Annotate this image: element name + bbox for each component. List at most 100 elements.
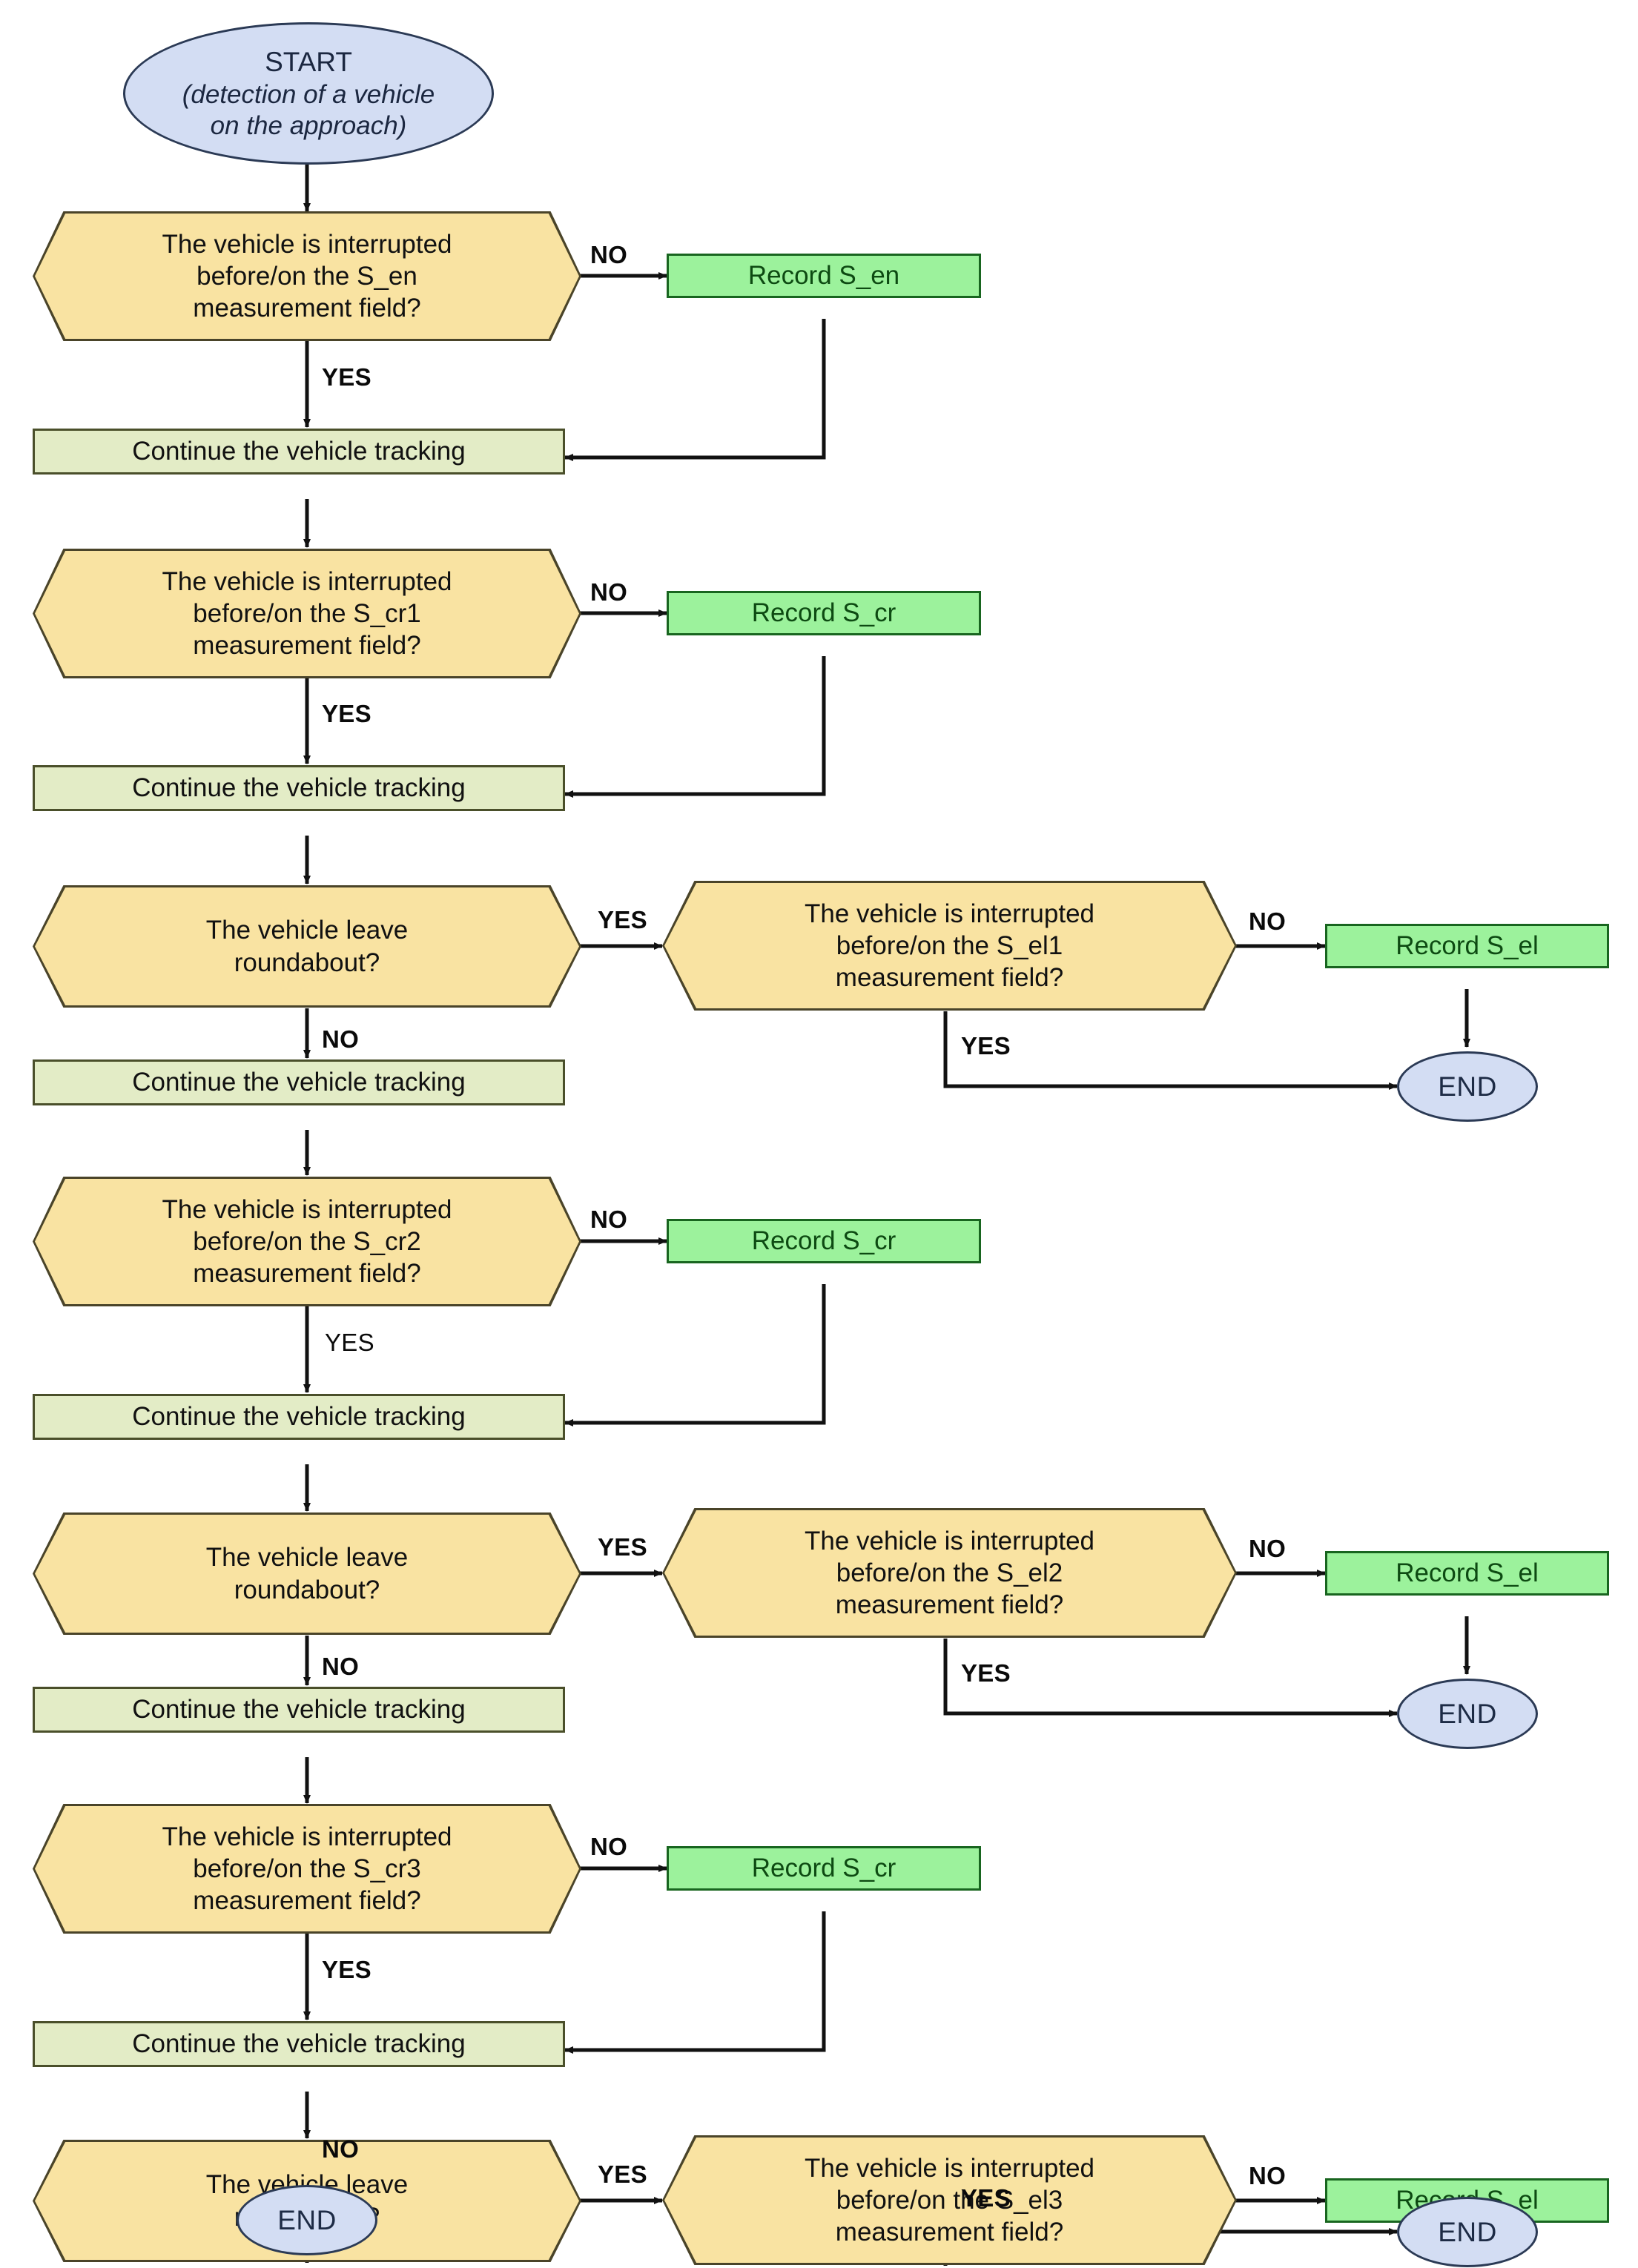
decision-s-el1[interactable]: The vehicle is interrupted before/on the…: [662, 881, 1237, 1011]
record-s-el-label-1: Record S_el: [1396, 930, 1539, 960]
edge-label-leave3-no: NO: [322, 2135, 360, 2163]
end-label-2: END: [1438, 1698, 1497, 1729]
process-continue-tracking-2[interactable]: Continue the vehicle tracking: [33, 765, 565, 811]
hexagon-fill: [35, 214, 579, 339]
end-label-3: END: [277, 2204, 337, 2235]
edge-label-s-cr2-yes: YES: [325, 1329, 374, 1356]
record-s-cr-box-3[interactable]: Record S_cr: [667, 1846, 981, 1891]
record-s-el-box-1[interactable]: Record S_el: [1325, 924, 1609, 968]
process-continue-tracking-1-label: Continue the vehicle tracking: [132, 436, 466, 466]
edge-label-s-cr2-no: NO: [590, 1206, 628, 1233]
edge-label-s-el1-no: NO: [1249, 907, 1287, 935]
decision-leave-roundabout-1-line2: roundabout?: [234, 948, 380, 977]
edge-label-leave3-yes: YES: [598, 2160, 647, 2188]
decision-s-cr2-line3: measurement field?: [193, 1259, 421, 1289]
decision-leave-roundabout-1-line1: The vehicle leave: [205, 916, 409, 945]
decision-s-cr3-line2: before/on the S_cr3: [193, 1854, 421, 1883]
end-terminator-3: END: [237, 2185, 377, 2255]
decision-s-cr3-line3: measurement field?: [193, 1886, 421, 1916]
process-continue-tracking-3[interactable]: Continue the vehicle tracking: [33, 1059, 565, 1105]
record-s-cr-label-1: Record S_cr: [751, 598, 896, 627]
record-s-en-label: Record S_en: [747, 260, 900, 290]
hexagon-fill: [35, 1179, 579, 1304]
hexagon-fill: [664, 883, 1235, 1008]
record-s-cr-label-3: Record S_cr: [751, 1853, 896, 1882]
decision-s-el3-line3: measurement field?: [835, 2218, 1064, 2247]
process-continue-tracking-5-label: Continue the vehicle tracking: [132, 1694, 466, 1724]
decision-s-cr1[interactable]: The vehicle is interrupted before/on the…: [33, 549, 581, 678]
hexagon-fill: [664, 2138, 1235, 2263]
decision-s-en-line1: The vehicle is interrupted: [162, 229, 452, 259]
edge-label-s-cr3-no: NO: [590, 1833, 628, 1860]
decision-s-el1-line1: The vehicle is interrupted: [804, 899, 1095, 928]
decision-s-cr2-line2: before/on the S_cr2: [193, 1226, 421, 1256]
decision-s-en[interactable]: The vehicle is interrupted before/on the…: [33, 211, 581, 341]
edge-label-s-cr1-yes: YES: [322, 700, 371, 727]
decision-s-el1-line3: measurement field?: [835, 963, 1064, 993]
record-s-cr-box-1[interactable]: Record S_cr: [667, 591, 981, 635]
decision-s-cr1-line3: measurement field?: [193, 631, 421, 661]
edge-label-s-cr1-no: NO: [590, 578, 628, 606]
decision-s-en-line3: measurement field?: [193, 294, 421, 323]
decision-s-en-line2: before/on the S_en: [197, 261, 417, 291]
decision-s-cr1-line2: before/on the S_cr1: [193, 598, 421, 628]
decision-leave-roundabout-2[interactable]: The vehicle leave roundabout?: [33, 1512, 581, 1635]
hexagon-fill: [35, 551, 579, 676]
decision-s-el1-line2: before/on the S_el1: [836, 930, 1063, 960]
start-label: START: [265, 47, 352, 78]
end-label-4: END: [1438, 2216, 1497, 2247]
edge-label-s-el1-yes: YES: [961, 1032, 1011, 1059]
start-sublabel-line1: (detection of a vehicle: [182, 79, 435, 109]
hexagon-fill: [35, 1515, 579, 1633]
process-continue-tracking-1[interactable]: Continue the vehicle tracking: [33, 429, 565, 475]
edge-label-s-el3-no: NO: [1249, 2162, 1287, 2189]
hexagon-fill: [35, 887, 579, 1005]
edge-label-leave2-no: NO: [322, 1653, 360, 1680]
process-continue-tracking-6-label: Continue the vehicle tracking: [132, 2029, 466, 2058]
edge-label-leave1-yes: YES: [598, 906, 647, 933]
decision-leave-roundabout-2-line1: The vehicle leave: [205, 1543, 409, 1573]
process-continue-tracking-5[interactable]: Continue the vehicle tracking: [33, 1687, 565, 1733]
record-s-en-box[interactable]: Record S_en: [667, 254, 981, 298]
process-continue-tracking-2-label: Continue the vehicle tracking: [132, 773, 466, 802]
decision-s-cr1-line1: The vehicle is interrupted: [162, 566, 452, 596]
end-terminator-4: END: [1397, 2197, 1538, 2267]
start-terminator: START (detection of a vehicle on the app…: [123, 22, 494, 165]
process-continue-tracking-4-label: Continue the vehicle tracking: [132, 1401, 466, 1431]
decision-s-el2[interactable]: The vehicle is interrupted before/on the…: [662, 1508, 1237, 1638]
edge-label-s-en-no: NO: [590, 241, 628, 268]
decision-s-cr2[interactable]: The vehicle is interrupted before/on the…: [33, 1177, 581, 1306]
process-continue-tracking-6[interactable]: Continue the vehicle tracking: [33, 2021, 565, 2067]
end-label-1: END: [1438, 1071, 1497, 1102]
decision-s-el3-line1: The vehicle is interrupted: [804, 2153, 1095, 2183]
edge-label-s-cr3-yes: YES: [322, 1956, 371, 1983]
decision-s-el3-line2: before/on the S_el3: [836, 2185, 1063, 2215]
record-s-el-label-2: Record S_el: [1396, 1558, 1539, 1587]
decision-leave-roundabout-2-line2: roundabout?: [234, 1575, 380, 1604]
decision-leave-roundabout-1[interactable]: The vehicle leave roundabout?: [33, 885, 581, 1008]
end-terminator-2: END: [1397, 1679, 1538, 1749]
record-s-cr-box-2[interactable]: Record S_cr: [667, 1219, 981, 1263]
process-continue-tracking-4[interactable]: Continue the vehicle tracking: [33, 1394, 565, 1440]
edge-label-s-el3-yes: YES: [961, 2184, 1011, 2212]
record-s-cr-label-2: Record S_cr: [751, 1226, 896, 1255]
start-sublabel-line2: on the approach): [210, 110, 407, 140]
edge-label-leave1-no: NO: [322, 1025, 360, 1053]
edge-label-s-el2-yes: YES: [961, 1659, 1011, 1687]
decision-s-el2-line2: before/on the S_el2: [836, 1558, 1063, 1587]
edge-label-s-el2-no: NO: [1249, 1535, 1287, 1562]
decision-s-cr3-line1: The vehicle is interrupted: [162, 1822, 452, 1851]
hexagon-fill: [664, 1510, 1235, 1636]
edge-label-s-en-yes: YES: [322, 363, 371, 391]
end-terminator-1: END: [1397, 1051, 1538, 1122]
process-continue-tracking-3-label: Continue the vehicle tracking: [132, 1067, 466, 1097]
decision-s-el3[interactable]: The vehicle is interrupted before/on the…: [662, 2135, 1237, 2265]
decision-s-cr3[interactable]: The vehicle is interrupted before/on the…: [33, 1804, 581, 1934]
decision-s-el2-line1: The vehicle is interrupted: [804, 1526, 1095, 1555]
record-s-el-box-2[interactable]: Record S_el: [1325, 1551, 1609, 1596]
edge-label-leave2-yes: YES: [598, 1533, 647, 1561]
hexagon-fill: [35, 1806, 579, 1931]
decision-s-cr2-line1: The vehicle is interrupted: [162, 1194, 452, 1224]
